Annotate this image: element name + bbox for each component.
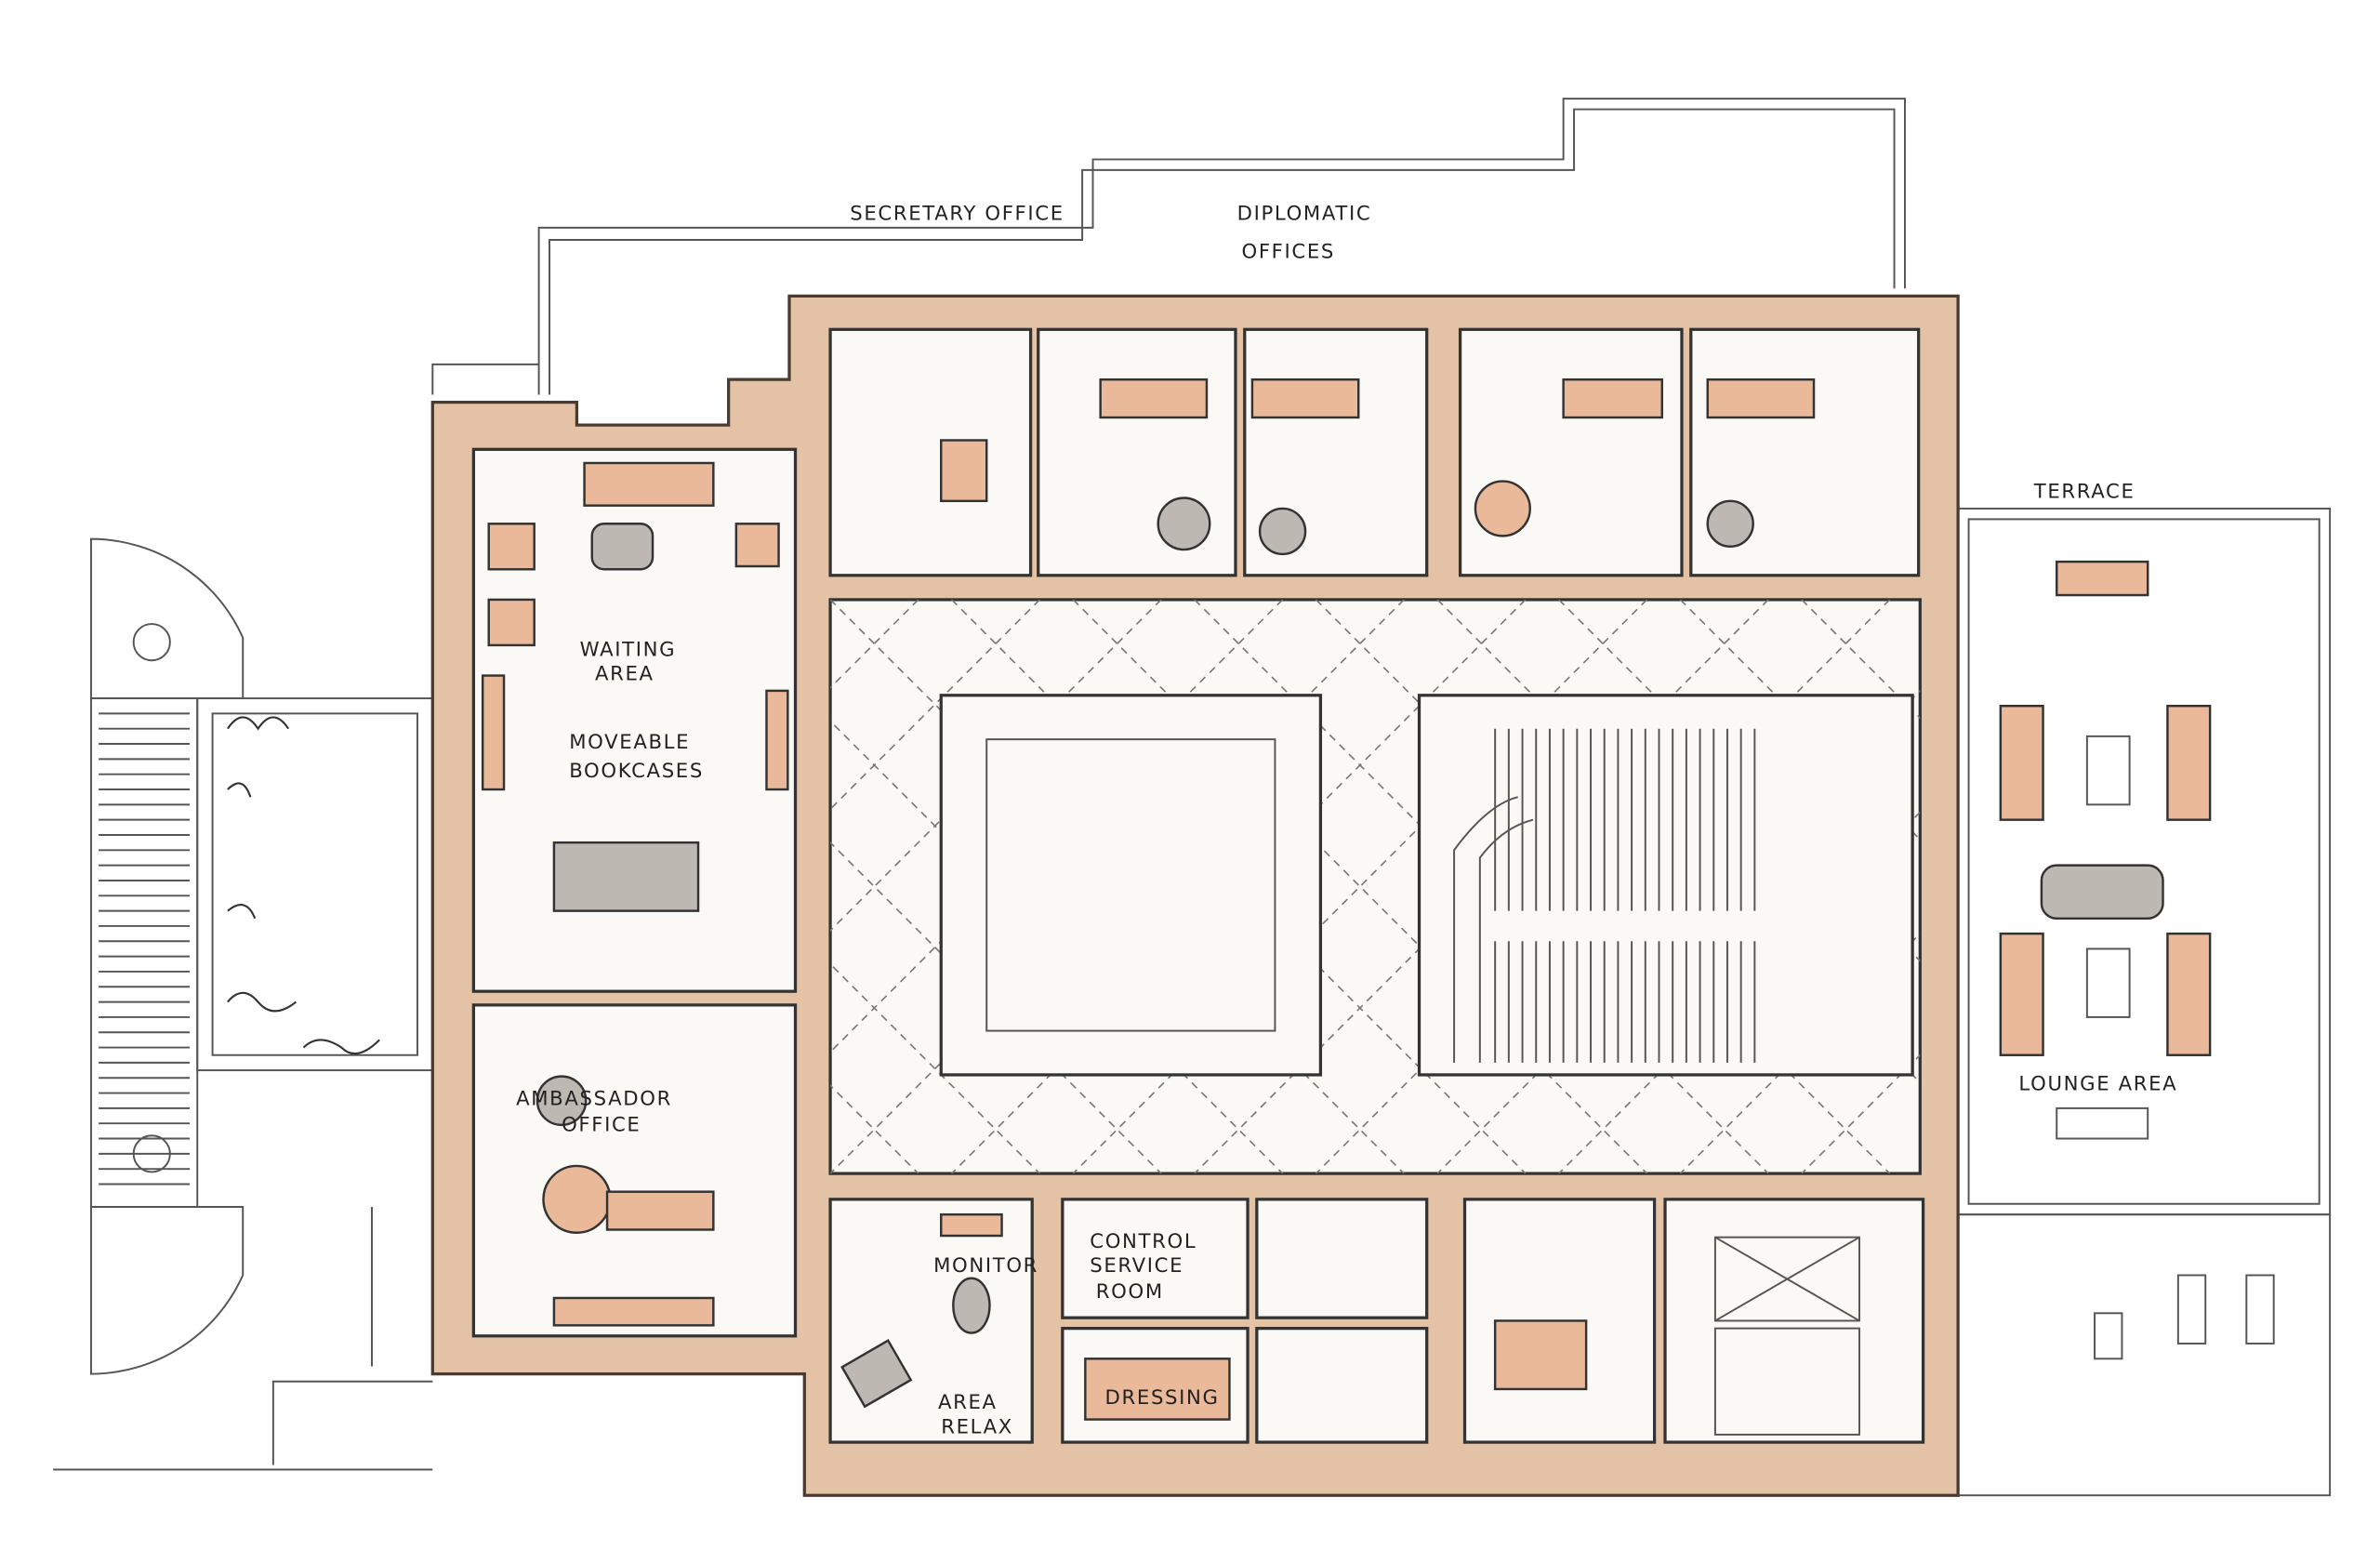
label-control-service-room-3: ROOM: [1096, 1280, 1164, 1304]
label-ambassador-office-1: AMBASSADOR: [516, 1088, 672, 1111]
bathroom-1: [1255, 1198, 1429, 1319]
plan-line: [1194, 599, 1769, 1174]
plan-line: [0, 600, 432, 1173]
plan-line: [0, 600, 311, 1173]
control-service-room: [1061, 1198, 1250, 1319]
plan-line: [830, 599, 1405, 1174]
secretary-office-room: [828, 327, 1033, 577]
plan-line: [2166, 600, 2380, 1173]
label-waiting-area-1: WAITING: [580, 638, 677, 661]
plan-line: [1315, 599, 1891, 1174]
label-secretary-office: SECRETARY OFFICE: [850, 203, 1064, 226]
plan-line: [1072, 599, 1648, 1174]
plan-line: [2166, 600, 2380, 1173]
plan-line: [830, 599, 1405, 1174]
plan-line: [1801, 1053, 1921, 1174]
furniture: [481, 378, 2212, 1421]
bathroom-2: [1255, 1326, 1429, 1444]
plan-line: [0, 600, 190, 1173]
label-moveable-bookcases-2: BOOKCASES: [569, 760, 704, 783]
plan-line: [0, 600, 432, 1173]
label-dressing: DRESSING: [1105, 1386, 1220, 1410]
label-area-relax-1: AREA: [938, 1391, 998, 1414]
courtyard-void: [985, 738, 1276, 1032]
room-labels: SECRETARY OFFICE DIPLOMATIC OFFICES TERR…: [516, 203, 2177, 1439]
plan-line: [1194, 599, 1769, 1174]
label-diplomatic-offices-2: OFFICES: [1242, 241, 1335, 264]
plan-line: [951, 599, 1527, 1174]
label-diplomatic-offices-1: DIPLOMATIC: [1237, 203, 1372, 226]
plan-line: [830, 962, 1040, 1174]
label-waiting-area-2: AREA: [595, 662, 654, 685]
courtyard: [939, 694, 1323, 1077]
plan-line: [0, 600, 311, 1173]
plan-line: [830, 720, 1284, 1174]
plan-line: [1436, 599, 1921, 1084]
label-area-relax-2: RELAX: [941, 1415, 1013, 1438]
plan-line: [1072, 599, 1648, 1174]
plan-line: [951, 599, 1527, 1174]
plan-line: [0, 600, 190, 1173]
plan-line: [1436, 689, 1921, 1174]
site-outline: [53, 98, 2332, 1497]
label-ambassador-office-2: OFFICE: [562, 1113, 641, 1136]
entrance: [89, 537, 434, 1375]
diplomatic-office-3: [1458, 327, 1684, 577]
label-monitor: MONITOR: [933, 1254, 1038, 1278]
label-control-service-room-1: CONTROL: [1090, 1230, 1197, 1253]
plan-line: [1679, 932, 1921, 1174]
plan-line: [1558, 811, 1921, 1174]
plan-line: [1315, 599, 1891, 1174]
label-moveable-bookcases-1: MOVEABLE: [569, 731, 690, 754]
plan-line: [830, 841, 1162, 1174]
ambassador-office-room: [471, 1003, 798, 1338]
label-lounge-area: LOUNGE AREA: [2018, 1072, 2177, 1095]
label-terrace: TERRACE: [2033, 481, 2135, 504]
grand-staircase: [1417, 694, 1914, 1077]
central-hall-details: [0, 599, 2380, 1436]
label-control-service-room-2: SERVICE: [1090, 1254, 1183, 1278]
